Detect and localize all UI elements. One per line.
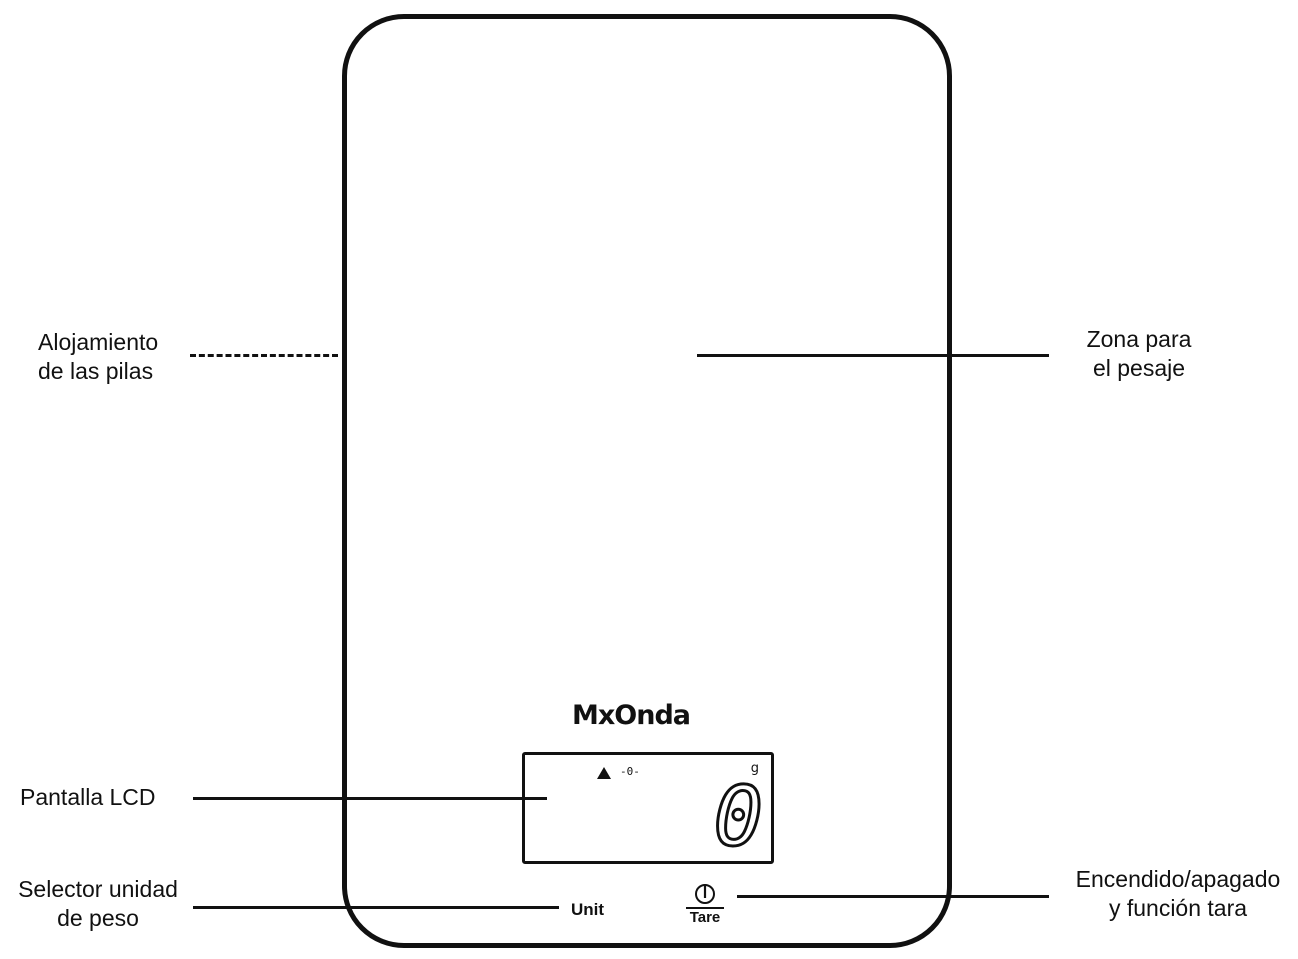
callout-power-tare-line2: y función tara <box>1108 895 1248 921</box>
leader-unit-selector <box>193 906 559 909</box>
callout-unit-selector-line1: Selector unidad <box>18 876 178 902</box>
callout-lcd: Pantalla LCD <box>20 783 156 812</box>
callout-power-tare-line1: Encendido/apagado <box>1075 866 1281 892</box>
leader-weighing <box>697 354 1049 357</box>
callout-lcd-line1: Pantalla LCD <box>20 784 156 810</box>
callout-weighing-line1: Zona para <box>1086 326 1192 352</box>
lcd-value: 0 <box>712 770 764 865</box>
leader-power-tare <box>737 895 1049 898</box>
callout-unit-selector-line2: de peso <box>57 905 139 931</box>
unit-button[interactable]: Unit <box>571 900 605 919</box>
callout-weighing: Zona para el pesaje <box>1074 325 1204 383</box>
callout-unit-selector: Selector unidad de peso <box>6 875 190 933</box>
brand-logo: MxOnda <box>572 700 691 731</box>
callout-battery-line2: de las pilas <box>38 358 154 384</box>
battery-arrow-icon <box>597 767 611 779</box>
leader-battery <box>190 354 338 357</box>
callout-battery: Alojamiento de las pilas <box>38 328 158 386</box>
power-tare-button[interactable]: Tare <box>684 882 726 927</box>
power-icon <box>695 884 715 904</box>
tare-label: Tare <box>689 909 721 926</box>
callout-weighing-line2: el pesaje <box>1092 355 1186 381</box>
lcd-unit: g <box>750 761 759 776</box>
scale-body <box>342 14 952 948</box>
lcd-zero-indicator: -0- <box>620 765 640 778</box>
lcd-display: -0- g 0 <box>522 752 774 864</box>
callout-battery-line1: Alojamiento <box>38 329 159 355</box>
tare-divider <box>686 907 724 909</box>
callout-power-tare: Encendido/apagado y función tara <box>1060 865 1296 923</box>
leader-lcd <box>193 797 547 800</box>
